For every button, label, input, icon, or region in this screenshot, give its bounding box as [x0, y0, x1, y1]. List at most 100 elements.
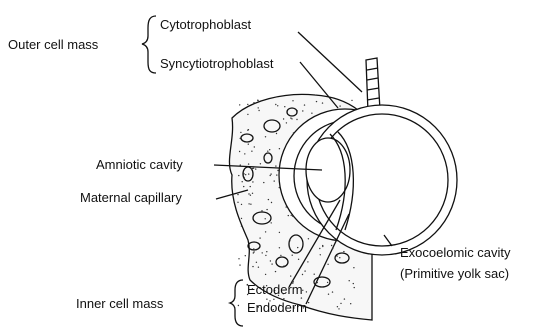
stipple-dot: [275, 165, 276, 166]
stipple-dot: [240, 132, 241, 133]
stipple-dot: [241, 225, 242, 226]
stipple-dot: [339, 257, 340, 258]
stipple-dot: [353, 283, 354, 284]
stipple-dot: [354, 287, 355, 288]
label-endoderm: Endoderm: [247, 300, 307, 316]
stipple-dot: [238, 305, 239, 306]
stipple-dot: [248, 203, 249, 204]
trophoblast-strip: [366, 58, 380, 112]
stipple-dot: [248, 163, 249, 164]
stipple-dot: [306, 291, 307, 292]
stipple-dot: [292, 255, 293, 256]
stipple-dot: [335, 257, 336, 258]
stipple-dot: [248, 193, 249, 194]
stipple-dot: [248, 134, 249, 135]
stipple-dot: [314, 274, 315, 275]
stipple-dot: [322, 245, 323, 246]
stipple-dot: [252, 193, 253, 194]
stipple-dot: [260, 163, 261, 164]
stipple-dot: [290, 115, 291, 116]
stipple-dot: [258, 107, 259, 108]
stipple-dot: [279, 187, 280, 188]
stipple-dot: [259, 237, 260, 238]
stipple-dot: [245, 174, 246, 175]
label-ectoderm: Ectoderm: [247, 282, 303, 298]
stipple-dot: [265, 255, 266, 256]
stipple-dot: [279, 148, 280, 149]
stipple-dot: [296, 119, 297, 120]
stipple-dot: [256, 262, 257, 263]
stipple-dot: [262, 252, 263, 253]
stipple-dot: [340, 303, 341, 304]
stipple-dot: [337, 306, 338, 307]
stipple-dot: [244, 177, 245, 178]
stipple-dot: [327, 282, 328, 283]
stipple-dot: [265, 218, 266, 219]
stipple-dot: [248, 144, 249, 145]
stipple-dot: [322, 102, 323, 103]
stipple-dot: [327, 264, 328, 265]
label-primitive-yolk-sac: (Primitive yolk sac): [400, 266, 509, 282]
stipple-dot: [258, 267, 259, 268]
stipple-dot: [243, 173, 244, 174]
stipple-dot: [242, 181, 243, 182]
stipple-dot: [289, 247, 290, 248]
stipple-dot: [252, 266, 253, 267]
stipple-dot: [292, 216, 293, 217]
stipple-dot: [293, 132, 294, 133]
stipple-dot: [241, 204, 242, 205]
stipple-dot: [240, 138, 241, 139]
stipple-dot: [250, 195, 251, 196]
stipple-dot: [311, 113, 312, 114]
stipple-dot: [280, 255, 281, 256]
stipple-dot: [251, 168, 252, 169]
stipple-dot: [328, 294, 329, 295]
label-inner-cell-mass: Inner cell mass: [76, 296, 163, 312]
stipple-dot: [316, 101, 317, 102]
stipple-dot: [277, 170, 278, 171]
stipple-dot: [253, 102, 254, 103]
stipple-dot: [257, 100, 258, 101]
stipple-dot: [332, 248, 333, 249]
stipple-dot: [237, 202, 238, 203]
stipple-dot: [320, 254, 321, 255]
stipple-dot: [317, 282, 318, 283]
stipple-dot: [275, 104, 276, 105]
stipple-dot: [253, 251, 254, 252]
stipple-dot: [265, 274, 266, 275]
stipple-dot: [289, 240, 290, 241]
stipple-dot: [344, 298, 345, 299]
stipple-dot: [350, 303, 351, 304]
stipple-dot: [238, 175, 239, 176]
stipple-dot: [331, 245, 332, 246]
stipple-dot: [304, 270, 305, 271]
stipple-dot: [237, 194, 238, 195]
stipple-dot: [270, 260, 271, 261]
stipple-dot: [279, 247, 280, 248]
stipple-dot: [266, 209, 267, 210]
stipple-dot: [297, 110, 298, 111]
stipple-dot: [265, 136, 266, 137]
stipple-dot: [283, 265, 284, 266]
stipple-dot: [238, 258, 239, 259]
stipple-dot: [252, 181, 253, 182]
stipple-dot: [239, 104, 240, 105]
stipple-dot: [286, 206, 287, 207]
stipple-dot: [308, 238, 309, 239]
stipple-dot: [255, 168, 256, 169]
stipple-dot: [244, 153, 245, 154]
label-exocoelomic-cavity: Exocoelomic cavity: [400, 245, 511, 261]
stipple-dot: [253, 248, 254, 249]
stipple-dot: [253, 168, 254, 169]
stipple-dot: [290, 275, 291, 276]
stipple-dot: [250, 186, 251, 187]
stipple-dot: [261, 210, 262, 211]
stipple-dot: [258, 110, 259, 111]
stipple-dot: [271, 263, 272, 264]
stipple-dot: [292, 100, 293, 101]
stipple-dot: [274, 180, 275, 181]
label-amniotic-cavity: Amniotic cavity: [96, 157, 183, 173]
stipple-dot: [307, 261, 308, 262]
stipple-dot: [338, 308, 339, 309]
